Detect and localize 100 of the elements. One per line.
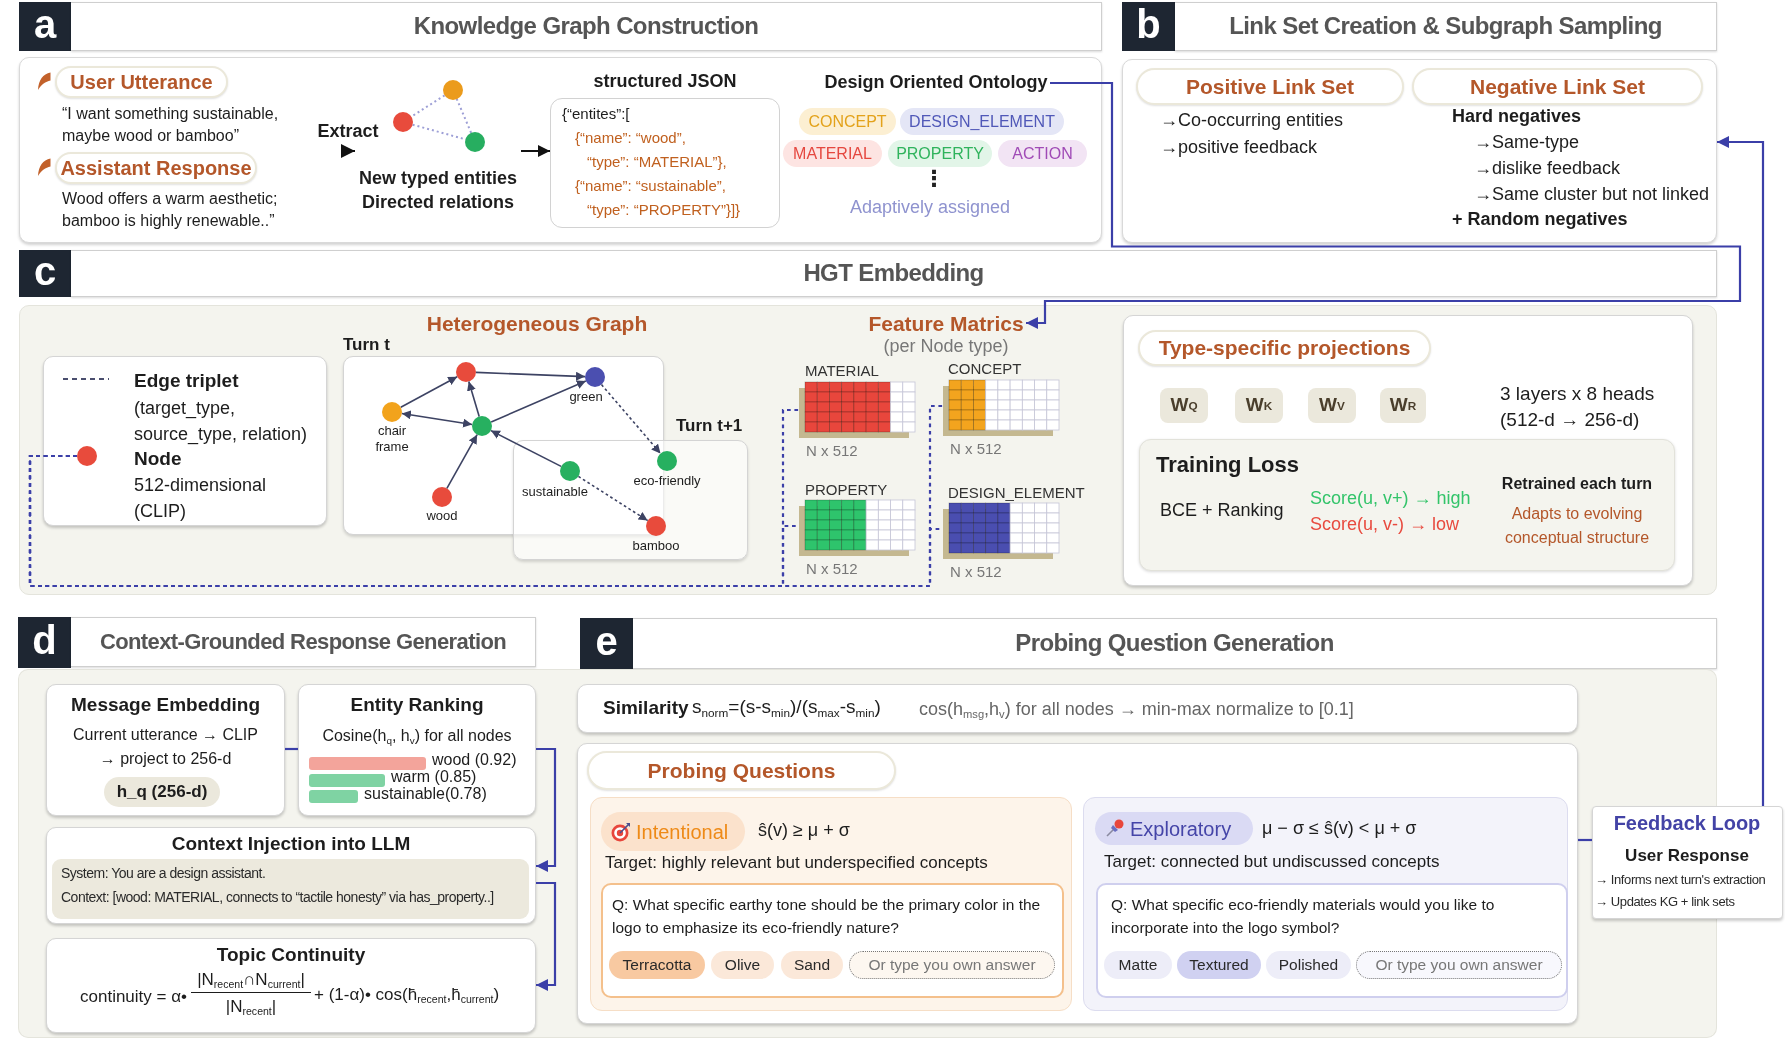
- feedback-heading: Feedback Loop: [1613, 811, 1761, 835]
- category-label: Intentional: [636, 819, 729, 844]
- card-title: Entity Ranking: [350, 694, 484, 717]
- projection-card: [1123, 315, 1693, 586]
- vertical-ellipsis: ⋮: [923, 168, 945, 190]
- feedback-card: [1592, 806, 1783, 919]
- panel-title: Knowledge Graph Construction: [71, 2, 1102, 51]
- list-item: →dislike feedback: [1474, 158, 1621, 180]
- probing-card: [577, 743, 1578, 1024]
- list-heading: + Random negatives: [1452, 209, 1628, 231]
- arrow: [1026, 81, 1742, 329]
- list-item: →Co-occurring entities: [1160, 110, 1344, 132]
- vector-label: h_q (256-d): [104, 777, 220, 807]
- threshold-formula: μ − σ ≤ ŝ(v) < μ + σ: [1262, 818, 1417, 840]
- matrix-type-label: CONCEPT: [948, 360, 1022, 378]
- score-rule: Score(u, v-) → low: [1310, 514, 1460, 536]
- double-arrow: [401, 410, 473, 428]
- question-text: Q: What specific earthy tone should be the primary color in the logo to emphasize its eco-friendly nature?: [612, 895, 1042, 938]
- panel-body: [19, 305, 1717, 595]
- panel-letter: b: [1122, 2, 1175, 51]
- prompt-line: Context: [wood: MATERIAL, connects to “tactile honesty” via has_property..]: [61, 889, 494, 906]
- section-title: Probing Questions: [587, 751, 896, 790]
- code-line: {“name”: “wood”,: [575, 128, 686, 148]
- matrix-type-label: DESIGN_ELEMENT: [948, 484, 1085, 502]
- score-label: wood (0.92): [432, 751, 517, 769]
- layer-spec-text: 3 layers x 8 heads (512-d → 256-d): [1500, 382, 1656, 432]
- entity-type-tag: PROPERTY: [888, 140, 992, 167]
- code-line: “type”: “MATERIAL”},: [587, 152, 727, 172]
- category-pill: [1095, 812, 1253, 845]
- code-line: {“entites”:[: [562, 104, 630, 124]
- matrix-size-label: N x 512: [950, 563, 1002, 581]
- card-title: Message Embedding: [71, 694, 260, 717]
- formula-numerator: |N$_{recent}$∩N$_{current}$|: [191, 968, 311, 993]
- entity-type-tag: DESIGN_ELEMENT: [900, 108, 1064, 135]
- category-pill: [601, 812, 745, 851]
- card-title: Topic Continuity: [216, 944, 366, 967]
- quote-text: “I want something sustainable, maybe wood or bamboo”: [62, 104, 280, 146]
- matrix-size-label: N x 512: [950, 440, 1002, 458]
- panel-letter: d: [18, 617, 71, 668]
- list-item: →positive feedback: [1160, 137, 1318, 159]
- answer-option: Sand: [781, 951, 843, 979]
- arrow: [490, 380, 587, 423]
- entity-type-tag: ACTION: [998, 140, 1087, 167]
- prompt-panel: [52, 859, 529, 919]
- link-set-title: Positive Link Set: [1185, 73, 1355, 100]
- section-heading: Feature Matrics: [868, 311, 1024, 337]
- question-card: [601, 883, 1064, 998]
- connector-line: [285, 747, 298, 751]
- arrow: [475, 371, 586, 381]
- legend-card: [43, 356, 327, 526]
- answer-option: Olive: [711, 951, 774, 979]
- card-title: Similarity: [603, 697, 689, 720]
- list-item: →Same cluster but not linked: [1474, 184, 1710, 206]
- code-line: “type”: “PROPERTY”}]}: [587, 200, 741, 220]
- formula-text: s$_{norm}$=(s-s$_{min}$)/(s$_{max}$-s$_{min}$): [692, 696, 881, 719]
- similarity-card: [577, 684, 1578, 733]
- arrow: [520, 145, 551, 157]
- legend-term: Edge triplet: [134, 369, 239, 393]
- panel-letter: a: [19, 2, 71, 51]
- score-label: warm (0.85): [391, 768, 477, 786]
- panel-body: [1122, 59, 1717, 243]
- legend-term: Node: [134, 447, 182, 471]
- entity-type-tag: MATERIAL: [783, 140, 882, 167]
- panel-body: [19, 57, 1102, 243]
- section-subtitle: (per Node type): [883, 336, 1009, 358]
- dashed-arrow: [600, 383, 662, 455]
- intentional-panel: [590, 797, 1072, 1011]
- threshold-formula: ŝ(v) ≥ μ + σ: [758, 820, 850, 842]
- score-label: sustainable(0.78): [364, 785, 487, 803]
- list-item: → Informs next turn's extraction: [1595, 872, 1766, 888]
- matrix-size-label: N x 512: [806, 442, 858, 460]
- speaker-label: User Utterance: [70, 70, 213, 94]
- node-label: bamboo: [632, 538, 680, 554]
- section-heading: Heterogeneous Graph: [426, 311, 648, 337]
- formula-denominator: |N$_{recent}$|: [225, 997, 277, 1018]
- node-label: wood: [426, 508, 458, 524]
- node-label: chair frame: [374, 423, 410, 455]
- speaker-label: Assistant Response: [60, 156, 252, 180]
- node-dot-icon: [77, 446, 97, 466]
- entity-type-tag: CONCEPT: [799, 108, 896, 135]
- formula-text: Cosine(h$_{q}$, h$_{v}$) for all nodes: [322, 727, 512, 745]
- arrow: [446, 433, 478, 490]
- section-title: Type-specific projections: [1138, 330, 1431, 366]
- formula-text: + (1-α)• cos(h̄$_{recent}$,h̄$_{current}$): [314, 985, 500, 1006]
- legend-description: (target_type, source_type, relation): [134, 397, 309, 447]
- panel-title: Probing Question Generation: [633, 618, 1717, 669]
- answer-option: Matte: [1104, 951, 1172, 979]
- answer-option: Textured: [1177, 951, 1261, 979]
- process-step: Current utterance → CLIP: [73, 726, 258, 744]
- note-text: Adaptively assigned: [849, 197, 1011, 219]
- target-description: Target: highly relevant but underspecified concepts: [605, 853, 988, 874]
- arrow: [536, 881, 557, 991]
- panel-title: HGT Embedding: [71, 250, 1717, 297]
- matrix-type-label: MATERIAL: [805, 362, 879, 380]
- list-heading: Hard negatives: [1452, 106, 1582, 128]
- arrow: [1717, 136, 1765, 806]
- formula-description: cos(h$_{msg}$,h$_{v}$) for all nodes → min-max normalize to [0.1]: [919, 699, 1354, 721]
- node-dot-icon: [472, 416, 492, 436]
- link-set-title: Negative Link Set: [1469, 73, 1646, 100]
- node-label: green: [569, 389, 603, 405]
